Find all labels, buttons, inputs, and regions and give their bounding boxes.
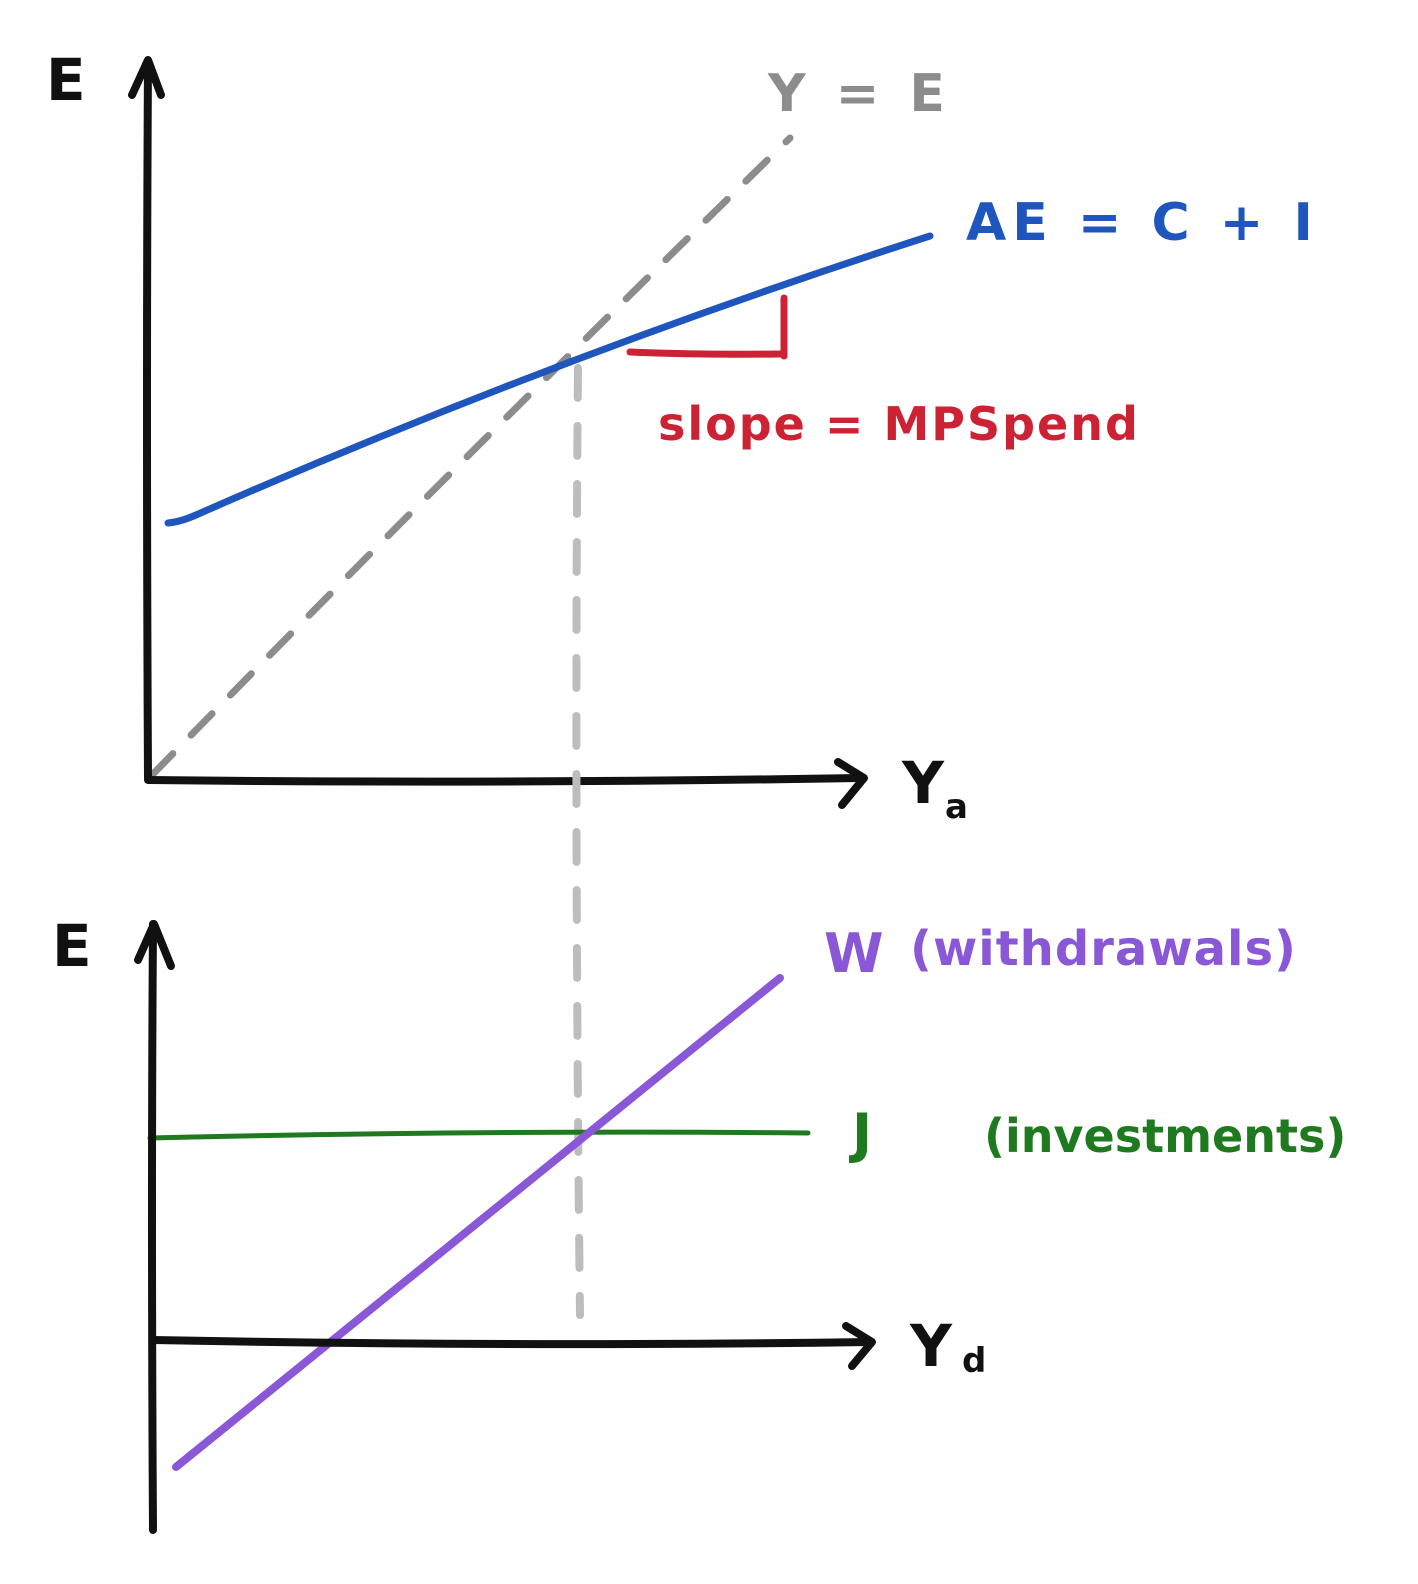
ae-label: AE = C + I bbox=[966, 193, 1319, 253]
top-x-axis-subscript: a bbox=[945, 787, 968, 827]
ae-line bbox=[164, 232, 934, 527]
top-x-axis bbox=[144, 758, 868, 809]
j-paren-label: (investments) bbox=[984, 1109, 1346, 1163]
bottom-x-axis-subscript: d bbox=[962, 1341, 986, 1381]
slope-triangle bbox=[626, 294, 788, 360]
w-line bbox=[172, 974, 784, 1471]
w-label: W bbox=[824, 922, 890, 985]
bottom-y-axis bbox=[134, 920, 175, 1534]
equilibrium-guide-line bbox=[572, 364, 584, 1319]
bottom-y-axis-label: E bbox=[52, 912, 92, 980]
bottom-x-axis-label: Y bbox=[909, 1312, 953, 1380]
top-y-axis bbox=[128, 56, 165, 782]
j-label: J bbox=[848, 1102, 878, 1165]
bottom-panel: E Y d W (withdrawals) J (investments) bbox=[52, 912, 1346, 1534]
slope-label: slope = MPSpend bbox=[658, 397, 1140, 451]
y-equals-e-label: Y = E bbox=[767, 64, 951, 124]
bottom-x-axis bbox=[149, 1322, 876, 1370]
top-panel: E Y a Y = E AE = C + I slope = MPSpend bbox=[46, 46, 1319, 827]
top-y-axis-label: E bbox=[46, 46, 86, 114]
j-line bbox=[147, 1129, 811, 1141]
w-paren-label: (withdrawals) bbox=[910, 921, 1297, 977]
y-equals-e-line bbox=[148, 134, 794, 779]
top-x-axis-label: Y bbox=[901, 749, 945, 817]
